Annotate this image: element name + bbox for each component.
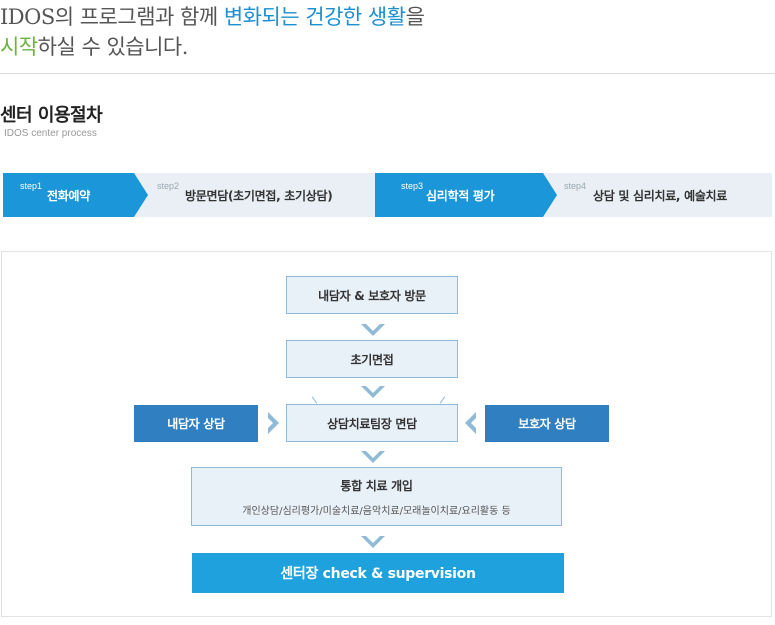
- step-1: step1 전화예약: [3, 173, 148, 217]
- step-3: step3 심리학적 평가: [375, 173, 557, 217]
- headline-highlight-blue: 변화되는 건강한 생활: [223, 5, 406, 29]
- step-label: 심리학적 평가: [426, 189, 495, 203]
- headline-text: 을: [405, 5, 425, 29]
- step-number: step3: [401, 181, 424, 191]
- chevron-right-icon: [265, 412, 279, 434]
- headline-line-2: 시작하실 수 있습니다.: [0, 32, 775, 62]
- flow-box-visit: 내담자 & 보호자 방문: [286, 276, 458, 314]
- section-subtitle: IDOS center process: [4, 128, 97, 139]
- flow-box-guardian-counsel: 보호자 상담: [485, 405, 609, 442]
- integrated-title: 통합 치료 개입: [340, 478, 413, 493]
- step-4: step4 상담 및 심리치료, 예술치료: [543, 173, 772, 217]
- flow-box-intake: 초기면접: [286, 340, 458, 378]
- step-label: 방문면담(초기면접, 초기상담): [185, 189, 333, 203]
- chevron-down-icon: [361, 384, 385, 398]
- step-number: step1: [20, 181, 43, 191]
- step-arrow: [134, 173, 148, 217]
- headline-line-1: IDOS의 프로그램과 함께 변화되는 건강한 생활을: [0, 2, 775, 32]
- connector-tick: [439, 396, 446, 404]
- flow-box-client-counsel: 내담자 상담: [134, 405, 258, 442]
- step-number: step4: [564, 181, 587, 191]
- divider: [0, 73, 775, 74]
- step-label: 전화예약: [47, 189, 90, 203]
- step-number: step2: [157, 181, 180, 191]
- chevron-down-icon: [361, 534, 385, 548]
- flow-box-integrated: 통합 치료 개입 개인상담/심리평가/미술치료/음악치료/모래놀이치료/요리활동…: [191, 467, 562, 526]
- headline-text: IDOS의 프로그램과 함께: [0, 5, 224, 29]
- step-2: step2 방문면담(초기면접, 초기상담): [134, 173, 375, 217]
- process-steps: step1 전화예약 step2 방문면담(초기면접, 초기상담) step3 …: [3, 173, 772, 217]
- flow-box-team-interview: 상담치료팀장 면담: [286, 404, 458, 442]
- chevron-left-icon: [465, 412, 479, 434]
- integrated-detail: 개인상담/심리평가/미술치료/음악치료/모래놀이치료/요리활동 등: [242, 505, 511, 517]
- flow-box-supervision: 센터장 check & supervision: [192, 553, 564, 593]
- headline-highlight-green: 시작: [0, 35, 38, 59]
- chevron-down-icon: [361, 449, 385, 463]
- step-label: 상담 및 심리치료, 예술치료: [593, 189, 728, 203]
- chevron-down-icon: [361, 322, 385, 336]
- process-flow-diagram: 내담자 & 보호자 방문 초기면접 내담자 상담 상담치료팀장 면담 보호자 상…: [1, 251, 772, 617]
- step-arrow: [543, 173, 557, 217]
- headline-text: 하실 수 있습니다.: [37, 35, 189, 59]
- headline: IDOS의 프로그램과 함께 변화되는 건강한 생활을 시작하실 수 있습니다.: [0, 2, 775, 62]
- section-title: 센터 이용절차: [0, 105, 103, 126]
- connector-tick: [311, 396, 318, 404]
